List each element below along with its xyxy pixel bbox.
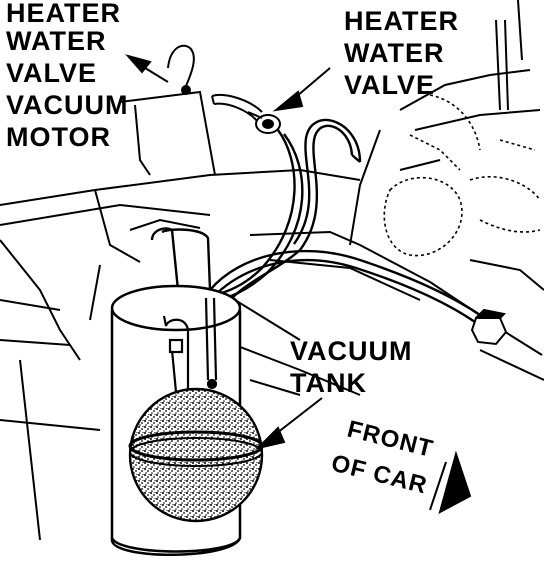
label-heater-valve-line-2: WATER	[344, 38, 445, 68]
label-valve-motor-line-5: MOTOR	[6, 122, 111, 152]
pointer-arrows	[125, 54, 472, 514]
label-heater-valve-line-1: HEATER	[344, 6, 459, 36]
heater-water-valve	[247, 111, 281, 134]
label-heater-valve-line-3: VALVE	[344, 70, 435, 100]
valve-vacuum-motor	[167, 44, 263, 123]
arrow-front-of-car	[429, 461, 447, 511]
label-valve-motor-line-2: WATER	[6, 26, 107, 56]
engine-block	[383, 94, 541, 257]
label-valve-motor-line-4: VACUUM	[6, 90, 129, 120]
vacuum-hoses	[150, 119, 491, 331]
label-vacuum-tank-line-2: TANK	[290, 368, 367, 398]
label-valve-motor-line-1: HEATER	[6, 0, 121, 28]
label-heater-valve: HEATER WATER VALVE	[344, 6, 459, 100]
engine-bay-background	[0, 0, 544, 541]
vacuum-sphere	[128, 387, 264, 523]
label-front-of-car: FRONT OF CAR	[329, 416, 437, 500]
label-valve-motor-line-3: VALVE	[6, 58, 97, 88]
label-vacuum-tank-line-1: VACUUM	[290, 336, 413, 366]
hose-connector	[470, 308, 508, 346]
label-vacuum-tank: VACUUM TANK	[290, 336, 413, 398]
label-valve-motor: HEATER WATER VALVE VACUUM MOTOR	[6, 0, 129, 152]
